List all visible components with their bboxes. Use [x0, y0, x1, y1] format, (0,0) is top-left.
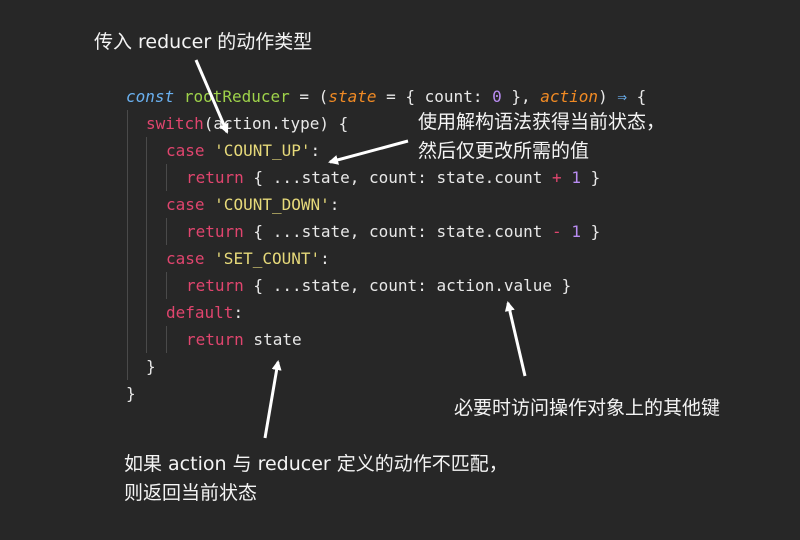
indent-guide-5 — [166, 272, 167, 299]
return-keyword: return — [186, 222, 244, 241]
arrow-to-spread-state — [328, 139, 409, 165]
number-literal: 0 — [492, 87, 502, 106]
indent-guide-1 — [127, 110, 128, 380]
code-text: { ...state, count: state.count — [243, 222, 553, 241]
code-line-1: const rootReducer = (state = { count: 0 … — [126, 83, 646, 110]
number-literal: 1 — [571, 222, 581, 241]
return-keyword: return — [186, 330, 244, 349]
code-text: : — [233, 303, 244, 322]
code-text: = ( — [289, 87, 329, 106]
code-line-7: case 'SET_COUNT': — [166, 245, 330, 272]
code-text: { ...state, count: action.value } — [243, 276, 572, 295]
code-line-3: case 'COUNT_UP': — [166, 137, 320, 164]
code-text: { ...state, count: state.count — [243, 168, 553, 187]
note-default-line1: 如果 action 与 reducer 定义的动作不匹配， — [124, 453, 508, 475]
code-line-10: return state — [186, 326, 302, 353]
code-text: : — [310, 141, 321, 160]
note-default-case: 如果 action 与 reducer 定义的动作不匹配， 则返回当前状态 — [124, 450, 508, 508]
string-literal: 'COUNT_UP' — [214, 141, 311, 160]
arrow-to-action-value — [504, 301, 527, 377]
return-keyword: return — [186, 276, 244, 295]
minus-operator: - — [552, 222, 562, 241]
code-text: { — [626, 87, 647, 106]
indent-guide-6 — [166, 326, 167, 353]
case-keyword: case — [166, 195, 205, 214]
code-line-11: } — [146, 353, 156, 380]
param-state: state — [328, 87, 377, 106]
arrow-to-action-type — [194, 59, 229, 134]
indent-guide-2 — [146, 137, 147, 353]
code-line-4: return { ...state, count: state.count + … — [186, 164, 600, 191]
note-other-keys: 必要时访问操作对象上的其他键 — [454, 397, 721, 419]
code-text: { count: — [405, 87, 493, 106]
case-keyword: case — [166, 141, 205, 160]
return-keyword: return — [186, 168, 244, 187]
arrow-to-return-state — [263, 360, 282, 439]
code-text: : — [320, 249, 330, 268]
code-text: (action.type) { — [203, 114, 349, 133]
note-destructure-line1: 使用解构语法获得当前状态， — [418, 111, 666, 133]
param-action: action — [540, 87, 599, 106]
plus-operator: + — [552, 168, 562, 187]
indent-guide-3 — [166, 164, 167, 191]
default-keyword: default — [166, 303, 234, 322]
number-literal: 1 — [571, 168, 581, 187]
code-line-2: switch(action.type) { — [146, 110, 348, 137]
code-text: } — [580, 222, 601, 241]
code-line-12: } — [126, 380, 136, 407]
switch-keyword: switch — [146, 114, 204, 133]
code-text: ) — [598, 87, 618, 106]
code-text: : — [329, 195, 340, 214]
closing-brace: } — [126, 384, 136, 403]
code-line-9: default: — [166, 299, 243, 326]
note-destructure-line2: 然后仅更改所需的值 — [418, 140, 590, 162]
code-line-5: case 'COUNT_DOWN': — [166, 191, 339, 218]
note-default-line2: 则返回当前状态 — [124, 482, 258, 504]
arrow-operator: ⇒ — [617, 87, 627, 106]
note-destructure: 使用解构语法获得当前状态， 然后仅更改所需的值 — [418, 108, 665, 166]
code-text: state — [243, 330, 302, 349]
case-keyword: case — [166, 249, 205, 268]
note-action-type: 传入 reducer 的动作类型 — [94, 31, 313, 53]
string-literal: 'SET_COUNT' — [214, 249, 321, 268]
code-line-6: return { ...state, count: state.count - … — [186, 218, 600, 245]
const-keyword: const — [126, 87, 175, 106]
code-text: } — [580, 168, 601, 187]
code-line-8: return { ...state, count: action.value } — [186, 272, 571, 299]
indent-guide-4 — [166, 218, 167, 245]
code-text: }, — [501, 87, 541, 106]
string-literal: 'COUNT_DOWN' — [214, 195, 330, 214]
code-text: = — [376, 87, 406, 106]
closing-brace: } — [146, 357, 156, 376]
